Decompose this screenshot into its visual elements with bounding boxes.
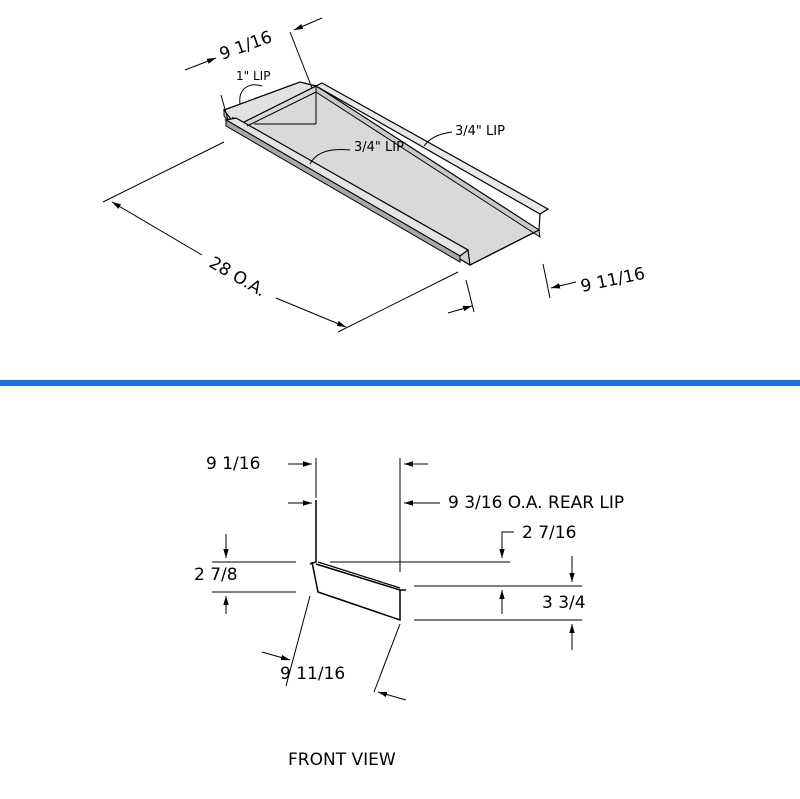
dim-front-2-7-16 <box>330 531 514 563</box>
label-34-lip-outer: 3/4" LIP <box>455 124 505 139</box>
tray-front-profile <box>309 500 406 622</box>
view-divider <box>0 380 800 386</box>
dim-iso-top-width-label: 9 1/16 <box>217 27 275 64</box>
dim-front-9-11-16-label: 9 11/16 <box>280 664 345 684</box>
leader-34-lip-inner <box>309 149 351 165</box>
front-view-title: FRONT VIEW <box>288 750 396 770</box>
dim-front-2-7-16-label: 2 7/16 <box>522 523 576 543</box>
dim-iso-top-width <box>184 17 323 121</box>
tray-rear-lip <box>314 82 550 215</box>
dim-iso-bottom-width <box>447 263 577 314</box>
dim-front-top-width <box>288 458 428 572</box>
dim-iso-bottom-width-label: 9 11/16 <box>579 264 647 297</box>
dim-front-2-7-8 <box>212 534 296 614</box>
leader-34-lip-outer <box>423 131 453 147</box>
tray-floor <box>234 85 541 266</box>
dim-front-2-7-8-label: 2 7/8 <box>194 565 238 585</box>
label-1in-lip: 1" LIP <box>236 69 270 83</box>
leader-1in-lip <box>239 84 263 105</box>
dim-front-3-3-4 <box>414 556 582 650</box>
label-34-lip-inner: 3/4" LIP <box>354 140 404 155</box>
dim-iso-length <box>102 141 459 333</box>
isometric-view: 9 1/16 1" LIP 3/4" LIP 3/4" LIP 28 O.A. … <box>102 17 647 333</box>
front-view: 9 1/16 9 3/16 O.A. REAR LIP 2 7/16 2 7/8 <box>194 454 624 770</box>
dim-front-9-11-16 <box>261 595 407 701</box>
dim-front-rear-lip-label: 9 3/16 O.A. REAR LIP <box>448 493 624 513</box>
dim-iso-length-label: 28 O.A. <box>206 253 270 301</box>
tray-front-lip-edge <box>225 119 461 263</box>
dim-front-3-3-4-label: 3 3/4 <box>542 593 586 613</box>
tray-isometric-body <box>223 81 550 267</box>
dim-front-top-width-label: 9 1/16 <box>206 454 260 474</box>
